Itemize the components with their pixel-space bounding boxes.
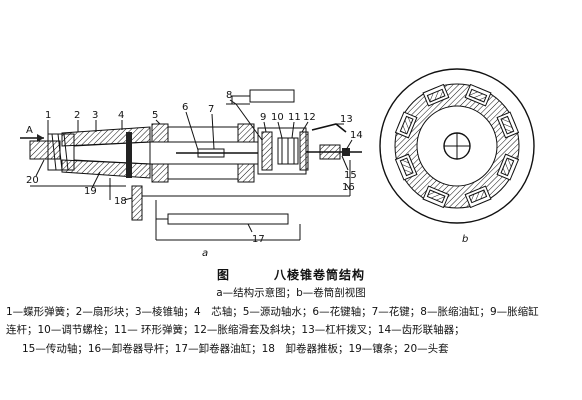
callout-13: 13 xyxy=(340,114,353,125)
callout-4: 4 xyxy=(118,110,124,121)
caption-label: 图 xyxy=(216,268,230,282)
cross-section-b: b xyxy=(379,68,535,245)
sector-block-3 xyxy=(496,153,520,181)
callout-15: 15 xyxy=(344,170,357,181)
sector-blocks xyxy=(394,83,520,209)
schematic-a: A 1 2 3 4 5 6 7 8 9 10 11 12 13 14 15 16… xyxy=(20,89,363,259)
callout-8: 8 xyxy=(226,90,232,101)
callout-11: 11 xyxy=(288,112,301,123)
figure-caption-subtitle: a—结构示意图；b—卷筒剖视图 xyxy=(216,287,366,299)
callout-9: 9 xyxy=(260,112,266,123)
callout-10: 10 xyxy=(271,112,284,123)
pusher-plate xyxy=(131,185,143,221)
callout-5: 5 xyxy=(152,110,158,121)
drum-structure-figure: A 1 2 3 4 5 6 7 8 9 10 11 12 13 14 15 16… xyxy=(20,68,535,259)
callout-18: 18 xyxy=(114,196,127,207)
callout-20: 20 xyxy=(26,175,39,186)
callout-19: 19 xyxy=(84,186,97,197)
unloader-cylinder xyxy=(167,213,289,225)
legend-line-3: 15—传动轴；16—卸卷器导杆；17—卸卷器油缸；18 卸卷器推板；19—镶条；… xyxy=(22,343,449,355)
callout-1: 1 xyxy=(45,110,51,121)
legend-line-2: 连杆；10—调节螺栓；11— 环形弹簧；12—胀缩滑套及斜块；13—杠杆拨叉；1… xyxy=(6,324,465,336)
sector-block-8 xyxy=(422,83,450,107)
callout-17: 17 xyxy=(252,234,265,245)
sector-block-6 xyxy=(394,153,418,181)
disc-spring xyxy=(47,133,75,171)
sector-block-2 xyxy=(496,111,520,139)
callout-16: 16 xyxy=(342,182,355,193)
figure-caption-title: 图 八棱锥卷筒结构 xyxy=(0,266,582,283)
lever-fork xyxy=(311,123,347,133)
sliding-sleeve xyxy=(299,131,309,171)
expansion-cylinder xyxy=(249,89,295,103)
sublabel-b: b xyxy=(462,234,468,245)
bearing-block-top xyxy=(151,123,169,143)
callout-2: 2 xyxy=(74,110,80,121)
sector-block-7 xyxy=(394,111,418,139)
callout-3: 3 xyxy=(92,110,98,121)
callout-14: 14 xyxy=(350,130,363,141)
callout-6: 6 xyxy=(182,102,188,113)
callout-A: A xyxy=(26,125,33,136)
sector-block-4 xyxy=(464,185,492,209)
callout-12: 12 xyxy=(303,112,316,123)
caption-title-text: 八棱锥卷筒结构 xyxy=(274,268,366,282)
sector-block-5 xyxy=(422,185,450,209)
spline xyxy=(197,148,225,158)
sector-block-1 xyxy=(464,83,492,107)
head-sleeve xyxy=(29,140,61,160)
bearing-block-bottom xyxy=(151,163,169,183)
callout-7: 7 xyxy=(208,104,214,115)
sublabel-a: a xyxy=(202,248,208,259)
legend-line-1: 1—蝶形弹簧；2—扇形块；3—棱锥轴；4 芯轴；5—源动轴水；6—花键轴；7—花… xyxy=(6,306,539,318)
